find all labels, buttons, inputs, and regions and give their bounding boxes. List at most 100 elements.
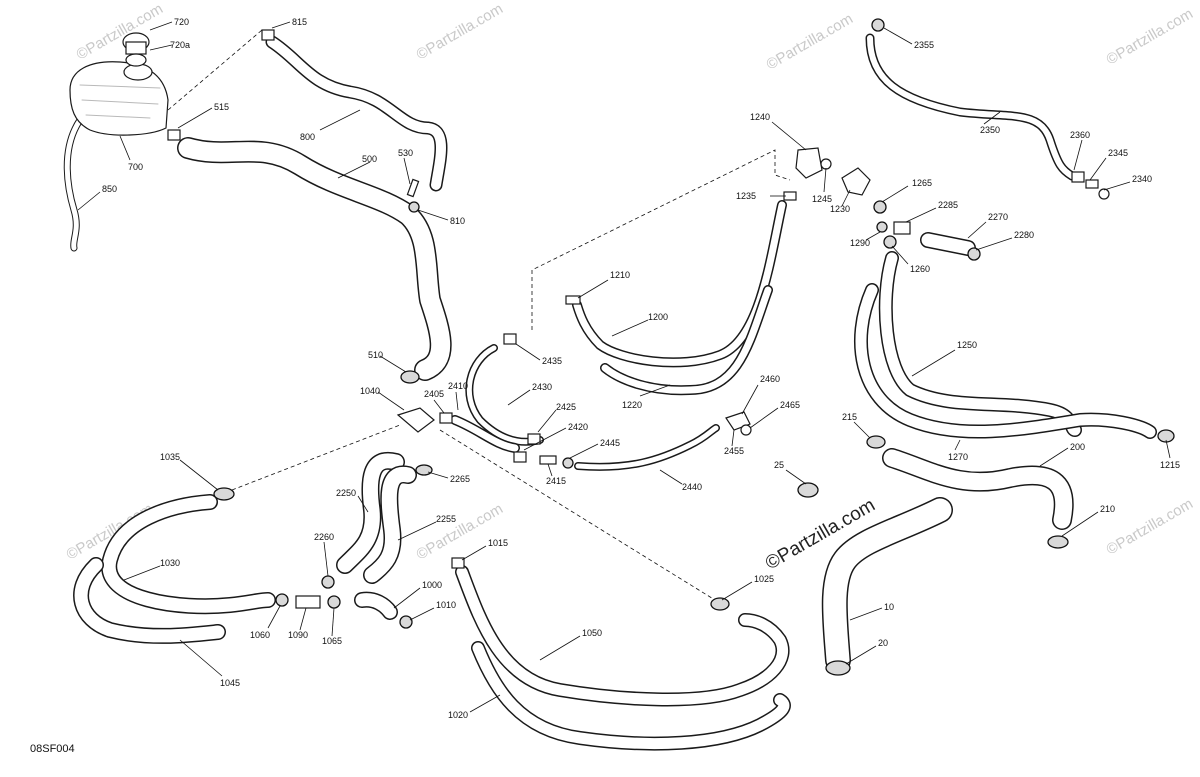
reservoir-seal-720a	[125, 53, 147, 67]
clamp-1290	[876, 221, 888, 233]
label-1290: 1290	[850, 238, 870, 248]
label-1040: 1040	[360, 386, 380, 396]
label-800: 800	[300, 132, 315, 142]
clamp-1035	[213, 487, 235, 501]
fitting-2405	[439, 412, 453, 424]
clamp-2265	[415, 464, 433, 476]
label-1270: 1270	[948, 452, 968, 462]
label-2440: 2440	[682, 482, 702, 492]
fitting-1210	[565, 295, 581, 305]
watermark-text: ©Partzilla.com	[764, 10, 856, 73]
fitting-2345	[1085, 179, 1099, 189]
thermostat-housing-1240	[795, 147, 823, 179]
watermark-text: ©Partzilla.com	[1104, 5, 1196, 68]
label-1060: 1060	[250, 630, 270, 640]
label-700: 700	[128, 162, 143, 172]
label-1210: 1210	[610, 270, 630, 280]
label-2350: 2350	[980, 125, 1000, 135]
screw-530	[406, 178, 420, 198]
label-2360: 2360	[1070, 130, 1090, 140]
reservoir-700	[69, 32, 169, 136]
label-2410: 2410	[448, 381, 468, 391]
label-1250: 1250	[957, 340, 977, 350]
label-2465: 2465	[780, 400, 800, 410]
connector-1040	[396, 407, 435, 433]
label-1200: 1200	[648, 312, 668, 322]
label-10: 10	[884, 602, 894, 612]
label-2430: 2430	[532, 382, 552, 392]
guide-line	[231, 424, 401, 491]
label-2270: 2270	[988, 212, 1008, 222]
label-2425: 2425	[556, 402, 576, 412]
clamp-1265	[873, 200, 887, 214]
label-1065: 1065	[322, 636, 342, 646]
label-215: 215	[842, 412, 857, 422]
watermark-text: ©Partzilla.com	[1104, 495, 1196, 558]
label-1030: 1030	[160, 558, 180, 568]
label-210: 210	[1100, 504, 1115, 514]
label-2405: 2405	[424, 389, 444, 399]
clamp-1065	[327, 595, 341, 609]
label-25: 25	[774, 460, 784, 470]
guide-line	[439, 429, 716, 601]
label-515: 515	[214, 102, 229, 112]
clamp-2260	[321, 575, 335, 589]
label-815: 815	[292, 17, 307, 27]
clamp-2435	[503, 333, 517, 345]
hose-2350	[865, 33, 1077, 181]
cap-2465	[740, 424, 752, 436]
hose-1050	[455, 565, 790, 707]
watermark-text: ©Partzilla.com	[74, 0, 166, 63]
label-1035: 1035	[160, 452, 180, 462]
clamp-1025	[710, 597, 730, 611]
hoses	[63, 33, 1157, 751]
guide-line	[531, 149, 791, 330]
clamp-2355	[871, 18, 885, 32]
clamp-815	[261, 29, 275, 41]
fitting-2425	[527, 433, 541, 445]
label-720: 720	[174, 17, 189, 27]
label-530: 530	[398, 148, 413, 158]
clamp-515	[167, 129, 181, 141]
label-1260: 1260	[910, 264, 930, 274]
label-1090: 1090	[288, 630, 308, 640]
label-510: 510	[368, 350, 383, 360]
label-850: 850	[102, 184, 117, 194]
clamp-1060	[275, 593, 289, 607]
cap-2340	[1098, 188, 1110, 200]
label-2415: 2415	[546, 476, 566, 486]
label-1015: 1015	[488, 538, 508, 548]
elbow-1230	[841, 167, 871, 196]
leader-lines	[77, 21, 1171, 713]
label-2435: 2435	[542, 356, 562, 366]
label-1045: 1045	[220, 678, 240, 688]
label-1215: 1215	[1160, 460, 1180, 470]
label-720a: 720a	[170, 40, 190, 50]
clamp-2280	[967, 247, 981, 261]
clamp-1260	[883, 235, 897, 249]
label-1000: 1000	[422, 580, 442, 590]
label-1050: 1050	[582, 628, 602, 638]
label-2255: 2255	[436, 514, 456, 524]
label-1025: 1025	[754, 574, 774, 584]
clamp-215	[866, 435, 886, 449]
label-1220: 1220	[622, 400, 642, 410]
assembly-guides	[167, 29, 791, 601]
clamp-2445	[562, 457, 574, 469]
fitting-1090	[295, 595, 321, 609]
clamp-210	[1047, 535, 1069, 549]
label-200: 200	[1070, 442, 1085, 452]
label-1010: 1010	[436, 600, 456, 610]
clamp-810	[408, 201, 420, 213]
label-2455: 2455	[724, 446, 744, 456]
fitting-2420	[513, 451, 527, 463]
label-500: 500	[362, 154, 377, 164]
part-labels: 720 720a 815 515 800 700 850 500 530 810…	[102, 17, 1180, 720]
label-2420: 2420	[568, 422, 588, 432]
label-1235: 1235	[736, 191, 756, 201]
clamp-510	[400, 370, 420, 384]
label-1240: 1240	[750, 112, 770, 122]
label-2285: 2285	[938, 200, 958, 210]
